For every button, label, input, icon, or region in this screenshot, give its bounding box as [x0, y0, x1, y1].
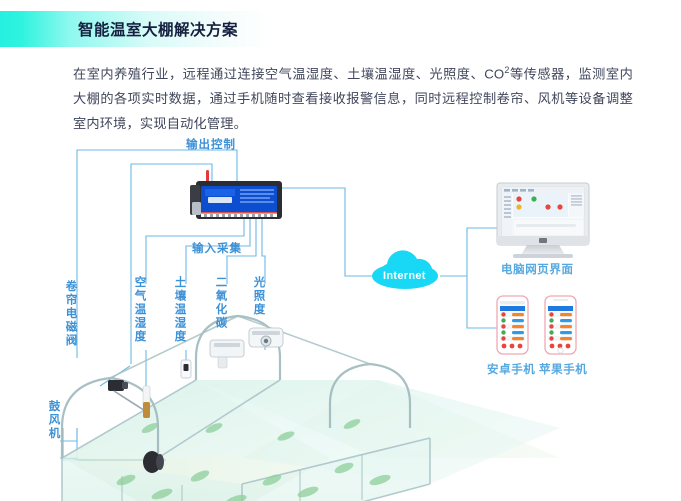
- air-sensor-icon: [180, 359, 192, 379]
- android-phone-illustration: [496, 295, 529, 355]
- label-output-control: 输出控制: [186, 139, 236, 151]
- soil-sensor-icon: [142, 385, 151, 418]
- label-sensor-soil: 土壤温湿度: [173, 276, 186, 344]
- label-endpoint-pc: 电脑网页界面: [501, 264, 574, 276]
- label-sensor-air: 空气温湿度: [133, 276, 146, 344]
- co2-sensor-icon: [209, 339, 245, 369]
- label-actuator-curtain-valve: 卷帘电磁阀: [64, 280, 77, 348]
- light-sensor-icon: [248, 327, 284, 348]
- intro-paragraph: 在室内养殖行业，远程通过连接空气温湿度、土壤温湿度、光照度、CO2等传感器，监测…: [73, 58, 633, 136]
- plants: [116, 419, 391, 501]
- page-title: 智能温室大棚解决方案: [78, 22, 239, 39]
- intro-text-part2: 等传感器，监测室内大棚的各项实时数据，通过手机随时查看接收报警信息，同时远程控制…: [73, 66, 633, 132]
- greenhouse-illustration: [60, 314, 560, 501]
- label-endpoint-iphone: 苹果手机: [539, 364, 588, 376]
- label-endpoint-android: 安卓手机: [487, 364, 536, 376]
- label-input-collect: 输入采集: [192, 243, 242, 255]
- co2-superscript: 2: [504, 65, 510, 75]
- connector-lines: [60, 149, 497, 459]
- label-internet-cloud: Internet: [383, 270, 426, 282]
- iphone-illustration: [544, 295, 577, 355]
- intro-text-part1: 在室内养殖行业，远程通过连接空气温湿度、土壤温湿度、光照度、CO: [73, 66, 505, 82]
- label-sensor-light: 光照度: [252, 276, 265, 317]
- solution-diagram: 输出控制 输入采集 空气温湿度 土壤温湿度 二氧化碳 光照度 卷帘电磁阀 鼓风机…: [0, 128, 681, 501]
- label-actuator-blower: 鼓风机: [47, 400, 60, 441]
- internet-cloud-icon: [372, 250, 438, 289]
- pc-monitor-illustration: [496, 182, 590, 258]
- blower-fan-icon: [143, 451, 164, 473]
- rtu-controller-device: [190, 170, 282, 219]
- header-gradient-band: [0, 11, 681, 47]
- diagram-svg: [60, 149, 590, 501]
- label-sensor-co2: 二氧化碳: [214, 276, 227, 330]
